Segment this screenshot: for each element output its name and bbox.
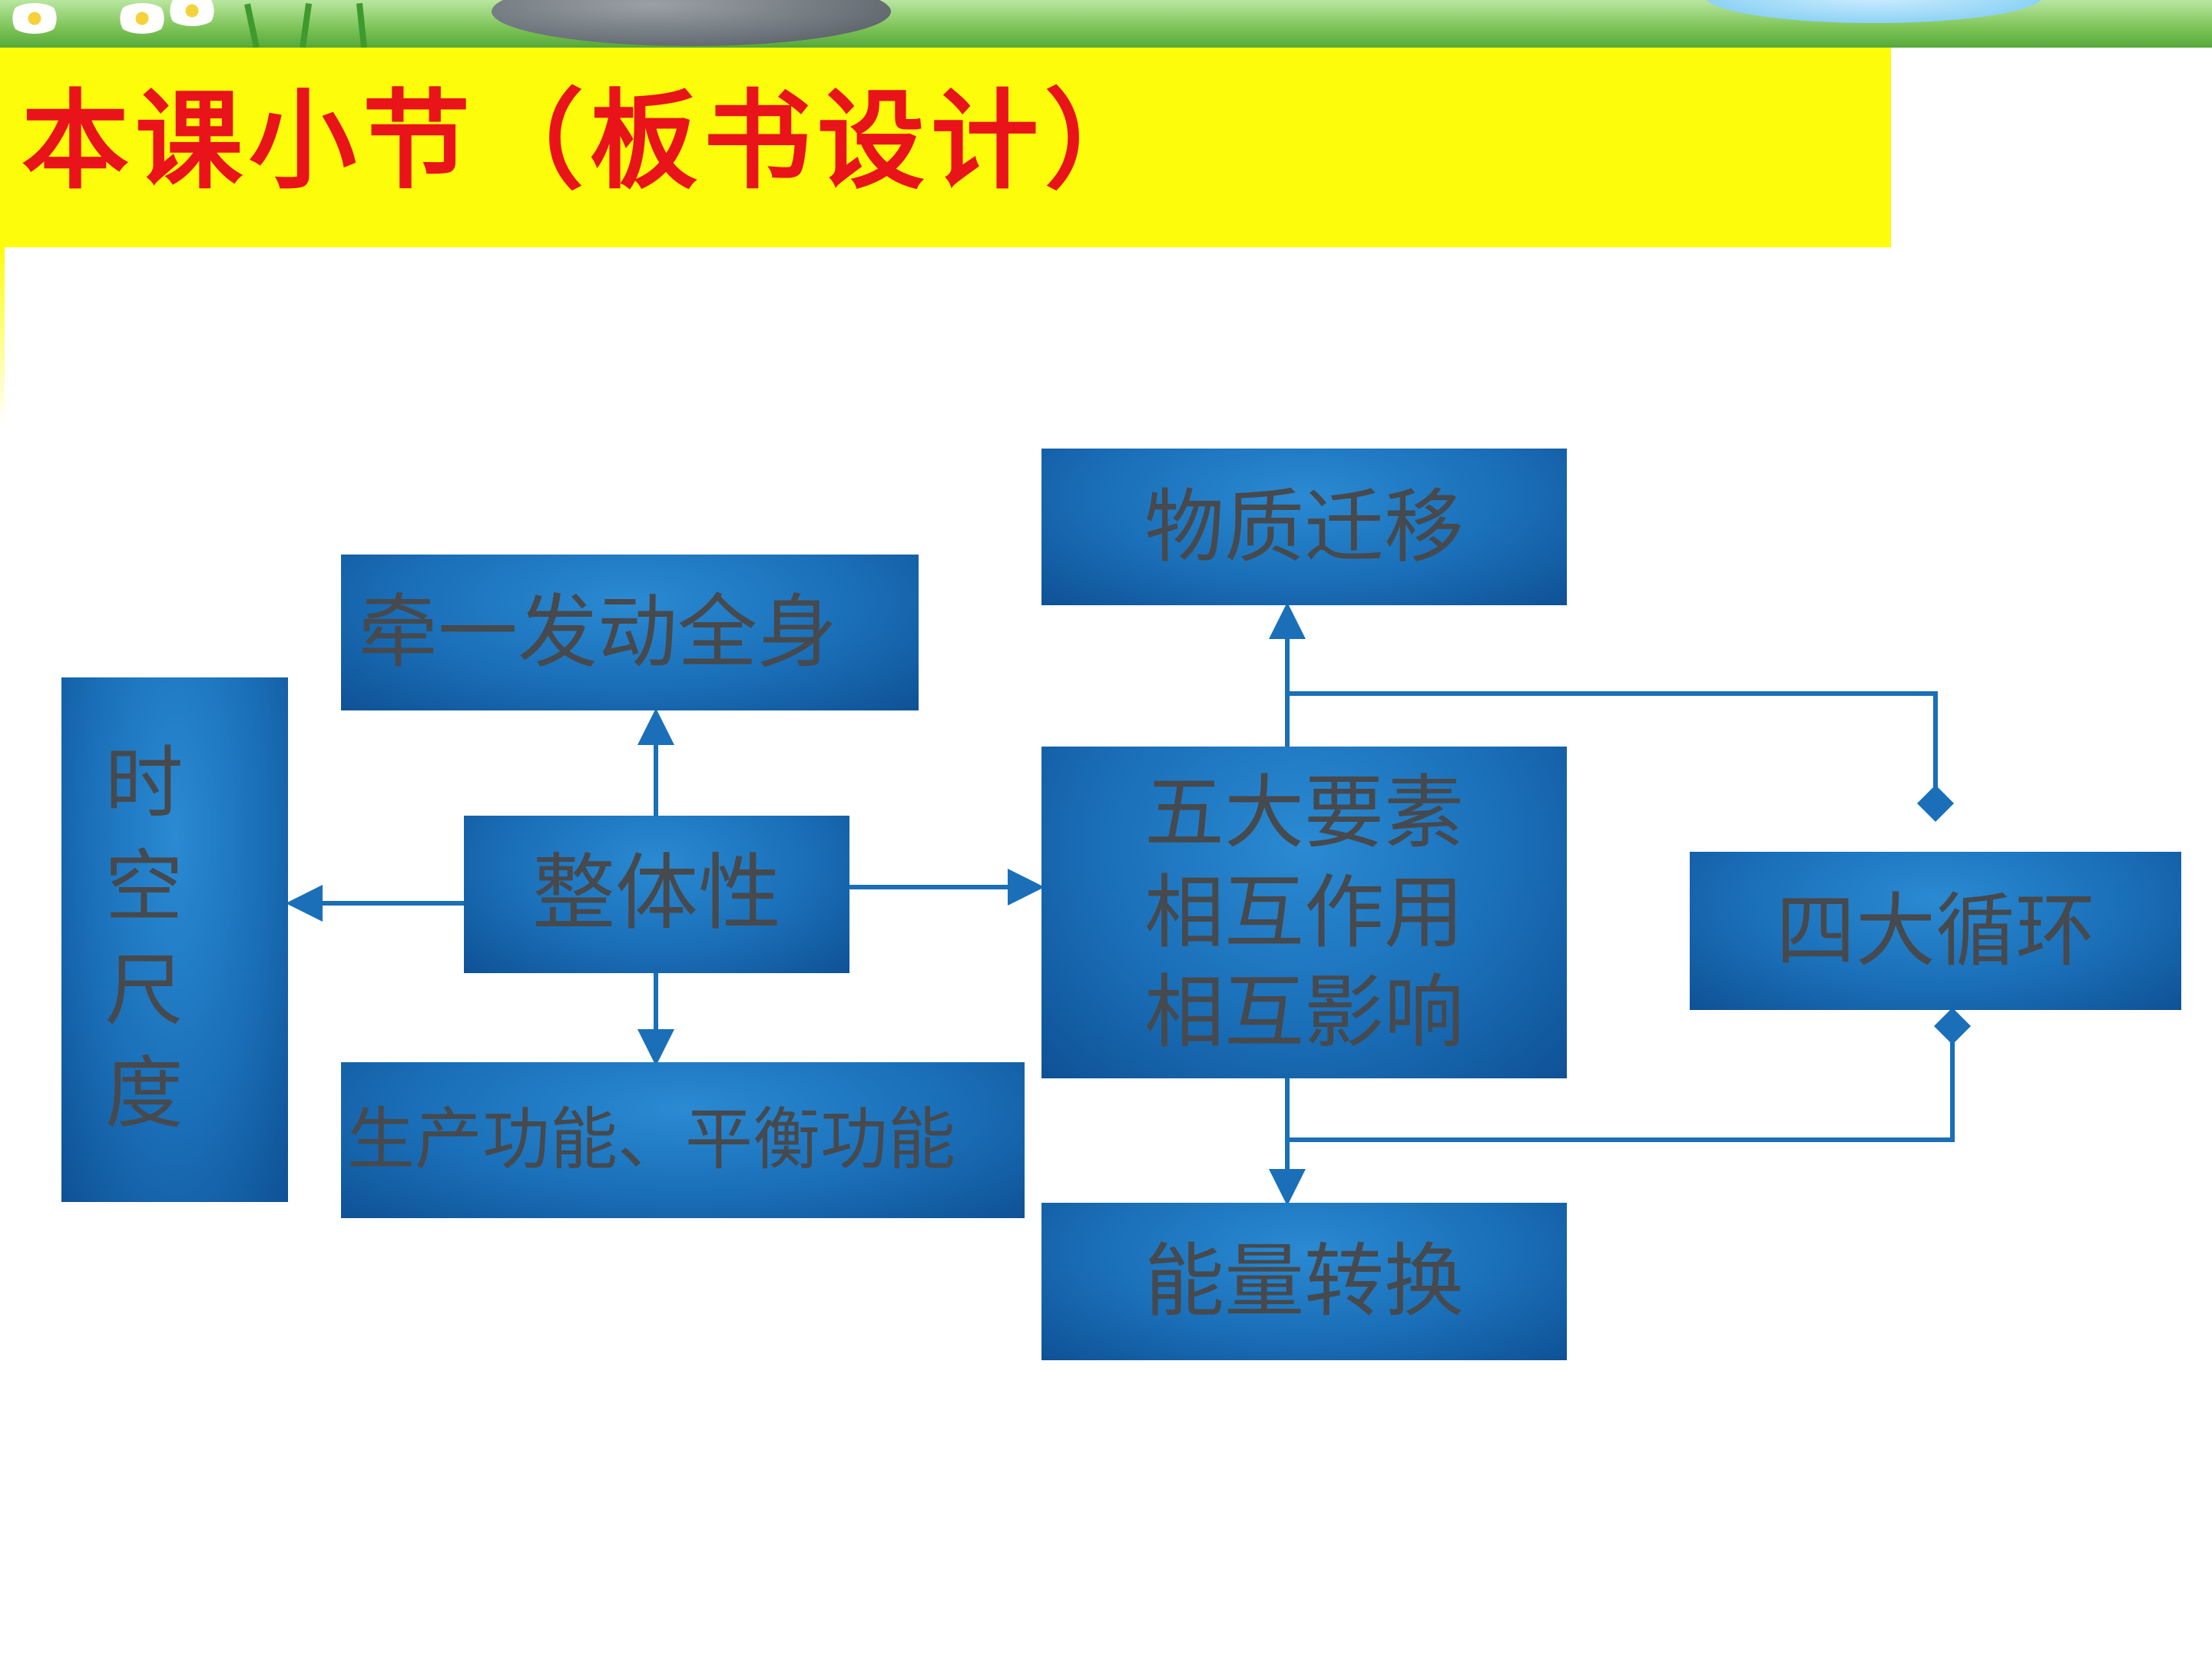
top-scenery-decoration — [0, 0, 2212, 48]
node-qianyi-label: 牵一发动全身 — [358, 585, 838, 680]
node-wuzhi-label: 物质迁移 — [1144, 479, 1464, 574]
node-nengliang-label: 能量转换 — [1144, 1234, 1464, 1329]
node-shengchan-label: 生产功能、平衡功能 — [347, 1100, 956, 1180]
daisy-flower-icon — [165, 0, 219, 26]
left-edge-decoration — [0, 247, 5, 424]
node-sida-label: 四大循环 — [1775, 883, 2095, 978]
daisy-flower-icon — [115, 3, 169, 34]
title-banner — [0, 48, 1891, 247]
node-wuda-line-3: 相互影响 — [1144, 965, 1464, 1059]
node-nengliang: 能量转换 — [1041, 1203, 1567, 1360]
node-qianyi: 牵一发动全身 — [341, 555, 919, 710]
node-zhengti: 整体性 — [464, 816, 849, 973]
node-wuda-line-1: 五大要素 — [1144, 766, 1464, 859]
daisy-flower-icon — [8, 3, 61, 34]
node-wuda-line-2: 相互作用 — [1144, 866, 1464, 959]
node-shengchan: 生产功能、平衡功能 — [341, 1062, 1025, 1218]
node-shikong-label: 时空尺度 — [104, 738, 184, 1141]
node-sida: 四大循环 — [1690, 852, 2181, 1010]
node-zhengti-label: 整体性 — [531, 846, 781, 942]
node-wuda: 五大要素 相互作用 相互影响 — [1041, 747, 1567, 1078]
page-title: 本课小节（板书设计） — [22, 79, 1159, 204]
node-wuzhi: 物质迁移 — [1041, 449, 1567, 605]
node-shikong: 时空尺度 — [61, 677, 288, 1202]
